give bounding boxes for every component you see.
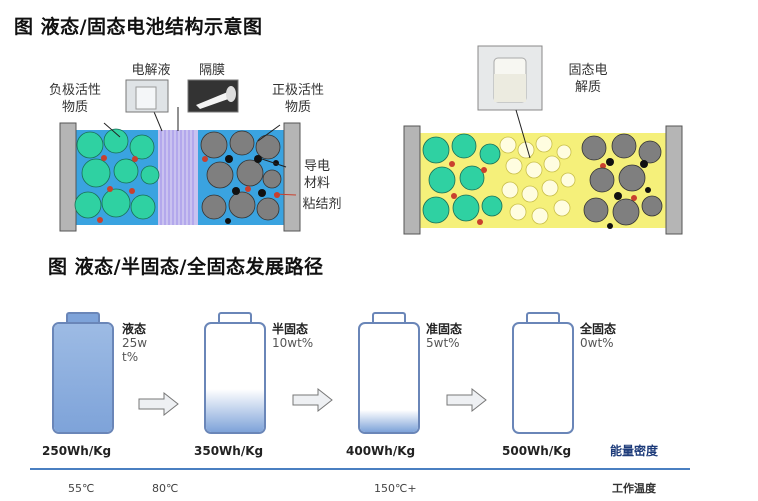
conductor-label: 导电材料: [303, 159, 330, 191]
solid-electrolyte-grains: [499, 135, 576, 225]
temp-liquid: 55℃: [68, 482, 95, 495]
arrow-right-icon: [292, 388, 333, 412]
stage-liquid-pct: 25wt%: [122, 336, 148, 364]
battery-quasi: [358, 322, 420, 434]
capacity-quasi: 400Wh/Kg: [346, 444, 416, 458]
solid-cell-diagram: [403, 45, 683, 235]
solid-electrolyte-label: 固态电解质: [568, 63, 608, 95]
right-current-collector: [283, 122, 301, 232]
capacity-liquid: 250Wh/Kg: [42, 444, 112, 458]
structure-title: 图 液态/固态电池结构示意图: [14, 16, 263, 38]
positive-active-label: 正极活性物质: [271, 83, 324, 115]
stage-quasi-pct: 5wt%: [426, 336, 460, 350]
battery-liquid: [52, 322, 114, 434]
stage-semi-text: 半固态 10wt%: [272, 322, 313, 350]
stage-liquid-name: 液态: [122, 322, 147, 336]
stage-solid-text: 全固态 0wt%: [580, 322, 616, 350]
negative-active-label: 负极活性物质: [48, 83, 101, 115]
work-temp-label: 工作温度: [612, 482, 656, 495]
capacity-solid: 500Wh/Kg: [502, 444, 572, 458]
electrolyte-label: 电解液: [131, 63, 171, 78]
binder-dots-left: [97, 155, 138, 223]
battery-quasi-fill: [360, 410, 418, 432]
arrow-right-icon: [138, 392, 179, 416]
capacity-semi: 350Wh/Kg: [194, 444, 264, 458]
stage-solid-pct: 0wt%: [580, 336, 614, 350]
battery-liquid-cap: [66, 312, 100, 324]
positive-active-particles: [200, 130, 282, 221]
battery-semi-fill: [206, 388, 264, 432]
solid-left-collector: [403, 125, 421, 235]
battery-semi: [204, 322, 266, 434]
solid-conductive: [606, 158, 651, 229]
battery-semi-cap: [218, 312, 252, 324]
separator-stripes: [158, 130, 198, 225]
stage-quasi-text: 准固态 5wt%: [426, 322, 462, 350]
conductive-material-right: [225, 155, 279, 224]
liquid-cell-diagram: [59, 79, 301, 232]
negative-active-particles: [74, 128, 160, 220]
solid-negative-particles: [422, 133, 503, 224]
stage-semi-name: 半固态: [272, 322, 309, 336]
path-title: 图 液态/半固态/全固态发展路径: [48, 256, 324, 278]
stage-quasi-name: 准固态: [426, 322, 463, 336]
solid-positive-particles: [581, 133, 663, 226]
battery-liquid-fill: [54, 324, 112, 432]
left-current-collector: [59, 122, 77, 232]
stage-semi-pct: 10wt%: [272, 336, 314, 350]
temperature-axis: [30, 468, 690, 470]
separator-label: 隔膜: [198, 63, 225, 78]
energy-density-label: 能量密度: [610, 444, 659, 458]
stage-liquid-text: 液态 25wt%: [122, 322, 148, 364]
arrow-right-icon: [446, 388, 487, 412]
solid-right-collector: [665, 125, 683, 235]
binder-dots-right: [202, 156, 280, 198]
solid-binder-dots: [449, 161, 637, 225]
battery-solid-cap: [526, 312, 560, 324]
battery-solid: [512, 322, 574, 434]
stage-solid-name: 全固态: [580, 322, 617, 336]
temp-solid: 150℃+: [374, 482, 417, 495]
binder-label: 粘结剂: [302, 197, 342, 212]
temp-semi: 80℃: [152, 482, 179, 495]
battery-quasi-cap: [372, 312, 406, 324]
